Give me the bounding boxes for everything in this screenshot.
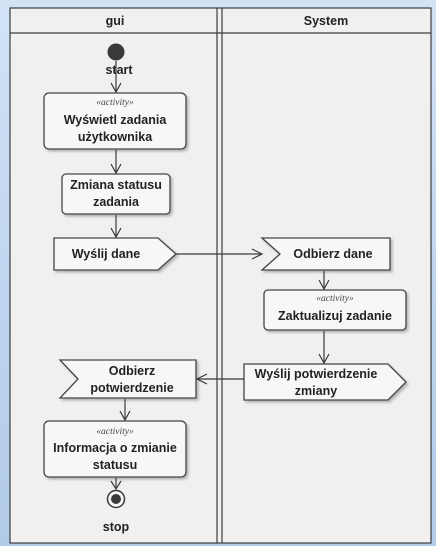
stereotype-label: «activity» [96,98,134,108]
control-flow-start-to-show [110,61,122,94]
lane-title-system: System [304,14,348,28]
control-flow-receive-to-info [119,399,131,422]
object-flow-confirm-to-receive [195,373,244,385]
stereotype-label: «activity» [96,427,134,437]
activity-update-task[interactable]: «activity» Zaktualizuj zadanie [263,289,407,331]
send-signal-send-confirmation[interactable]: Wyślij potwierdzenie zmiany [243,363,407,401]
send-signal-send-data[interactable]: Wyślij dane [53,237,177,271]
accept-signal-receive-data[interactable]: Odbierz dane [260,237,391,271]
signal-label: Wyślij dane [72,247,141,261]
lane-title-gui: gui [106,14,125,28]
signal-label: Odbierz dane [293,247,372,261]
control-flow-receive-to-update [318,271,330,291]
stop-label: stop [103,520,130,534]
start-label: start [105,63,133,77]
stereotype-label: «activity» [316,294,354,304]
activity-label-line1: Informacja o zmianie [53,441,177,455]
activity-change-status[interactable]: Zmiana statusu zadania [61,173,171,215]
activity-status-info[interactable]: «activity» Informacja o zmianie statusu [43,420,187,478]
control-flow-update-to-confirm [318,331,330,365]
signal-label-line1: Wyślij potwierdzenie [255,367,378,381]
activity-label-line2: zadania [93,195,140,209]
control-flow-change-to-send [110,215,122,239]
accept-signal-receive-confirmation[interactable]: Odbierz potwierdzenie [58,359,197,399]
control-flow-info-to-stop [110,478,122,491]
activity-label-line2: statusu [93,458,137,472]
object-flow-send-to-receive [176,248,264,260]
activity-label-line1: Wyświetl zadania [64,113,168,127]
activity-show-tasks[interactable]: «activity» Wyświetl zadania użytkownika [43,92,187,150]
signal-label-line1: Odbierz [109,364,156,378]
control-flow-show-to-change [110,150,122,175]
signal-label-line2: zmiany [295,384,337,398]
signal-label-line2: potwierdzenie [90,381,173,395]
activity-label-line1: Zmiana statusu [70,178,162,192]
initial-node[interactable] [107,43,125,61]
activity-label-line2: użytkownika [78,130,153,144]
final-node[interactable] [106,489,126,509]
activity-label: Zaktualizuj zadanie [278,309,392,323]
